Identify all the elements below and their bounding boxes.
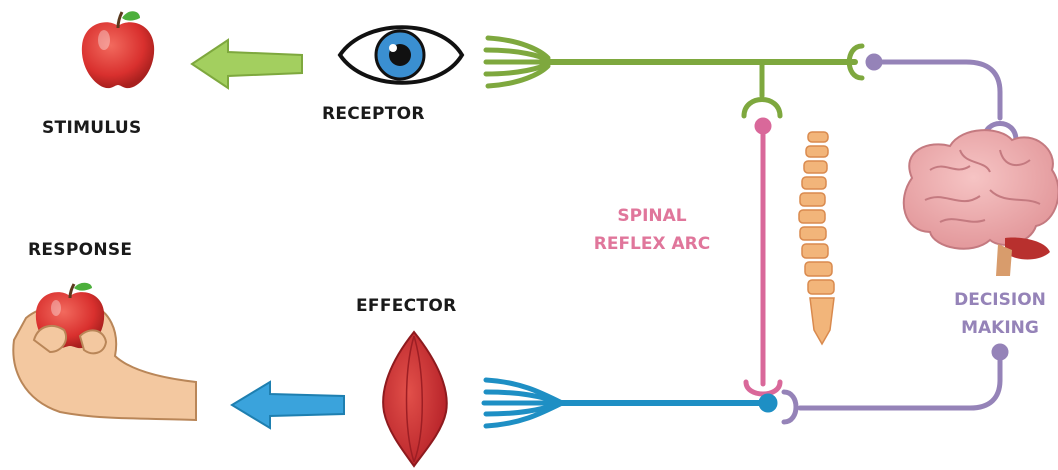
eye-icon xyxy=(340,27,462,83)
interneuron xyxy=(746,120,780,394)
effector-label: EFFECTOR xyxy=(356,296,456,316)
motor-neuron xyxy=(484,380,775,426)
receptor-label: RECEPTOR xyxy=(322,104,425,124)
spine-icon xyxy=(799,132,834,344)
descending-neuron xyxy=(784,346,1006,422)
hand-holding-apple-icon xyxy=(13,283,196,420)
receptor-neuron xyxy=(486,38,862,116)
brain-icon xyxy=(904,130,1058,276)
spinal-label-line2: REFLEX ARC xyxy=(567,230,737,258)
apple-icon xyxy=(82,11,154,88)
stimulus-label: STIMULUS xyxy=(42,118,142,138)
blue-arrow xyxy=(232,382,344,428)
spinal-reflex-arc-label: SPINAL REFLEX ARC xyxy=(567,202,737,258)
green-arrow xyxy=(192,40,302,88)
decision-label-line2: MAKING xyxy=(920,314,1058,342)
muscle-icon xyxy=(383,332,447,466)
decision-making-label: DECISION MAKING xyxy=(920,286,1058,342)
spinal-label-line1: SPINAL xyxy=(567,202,737,230)
ascending-neuron xyxy=(868,56,1016,140)
response-label: RESPONSE xyxy=(28,240,132,260)
decision-label-line1: DECISION xyxy=(920,286,1058,314)
